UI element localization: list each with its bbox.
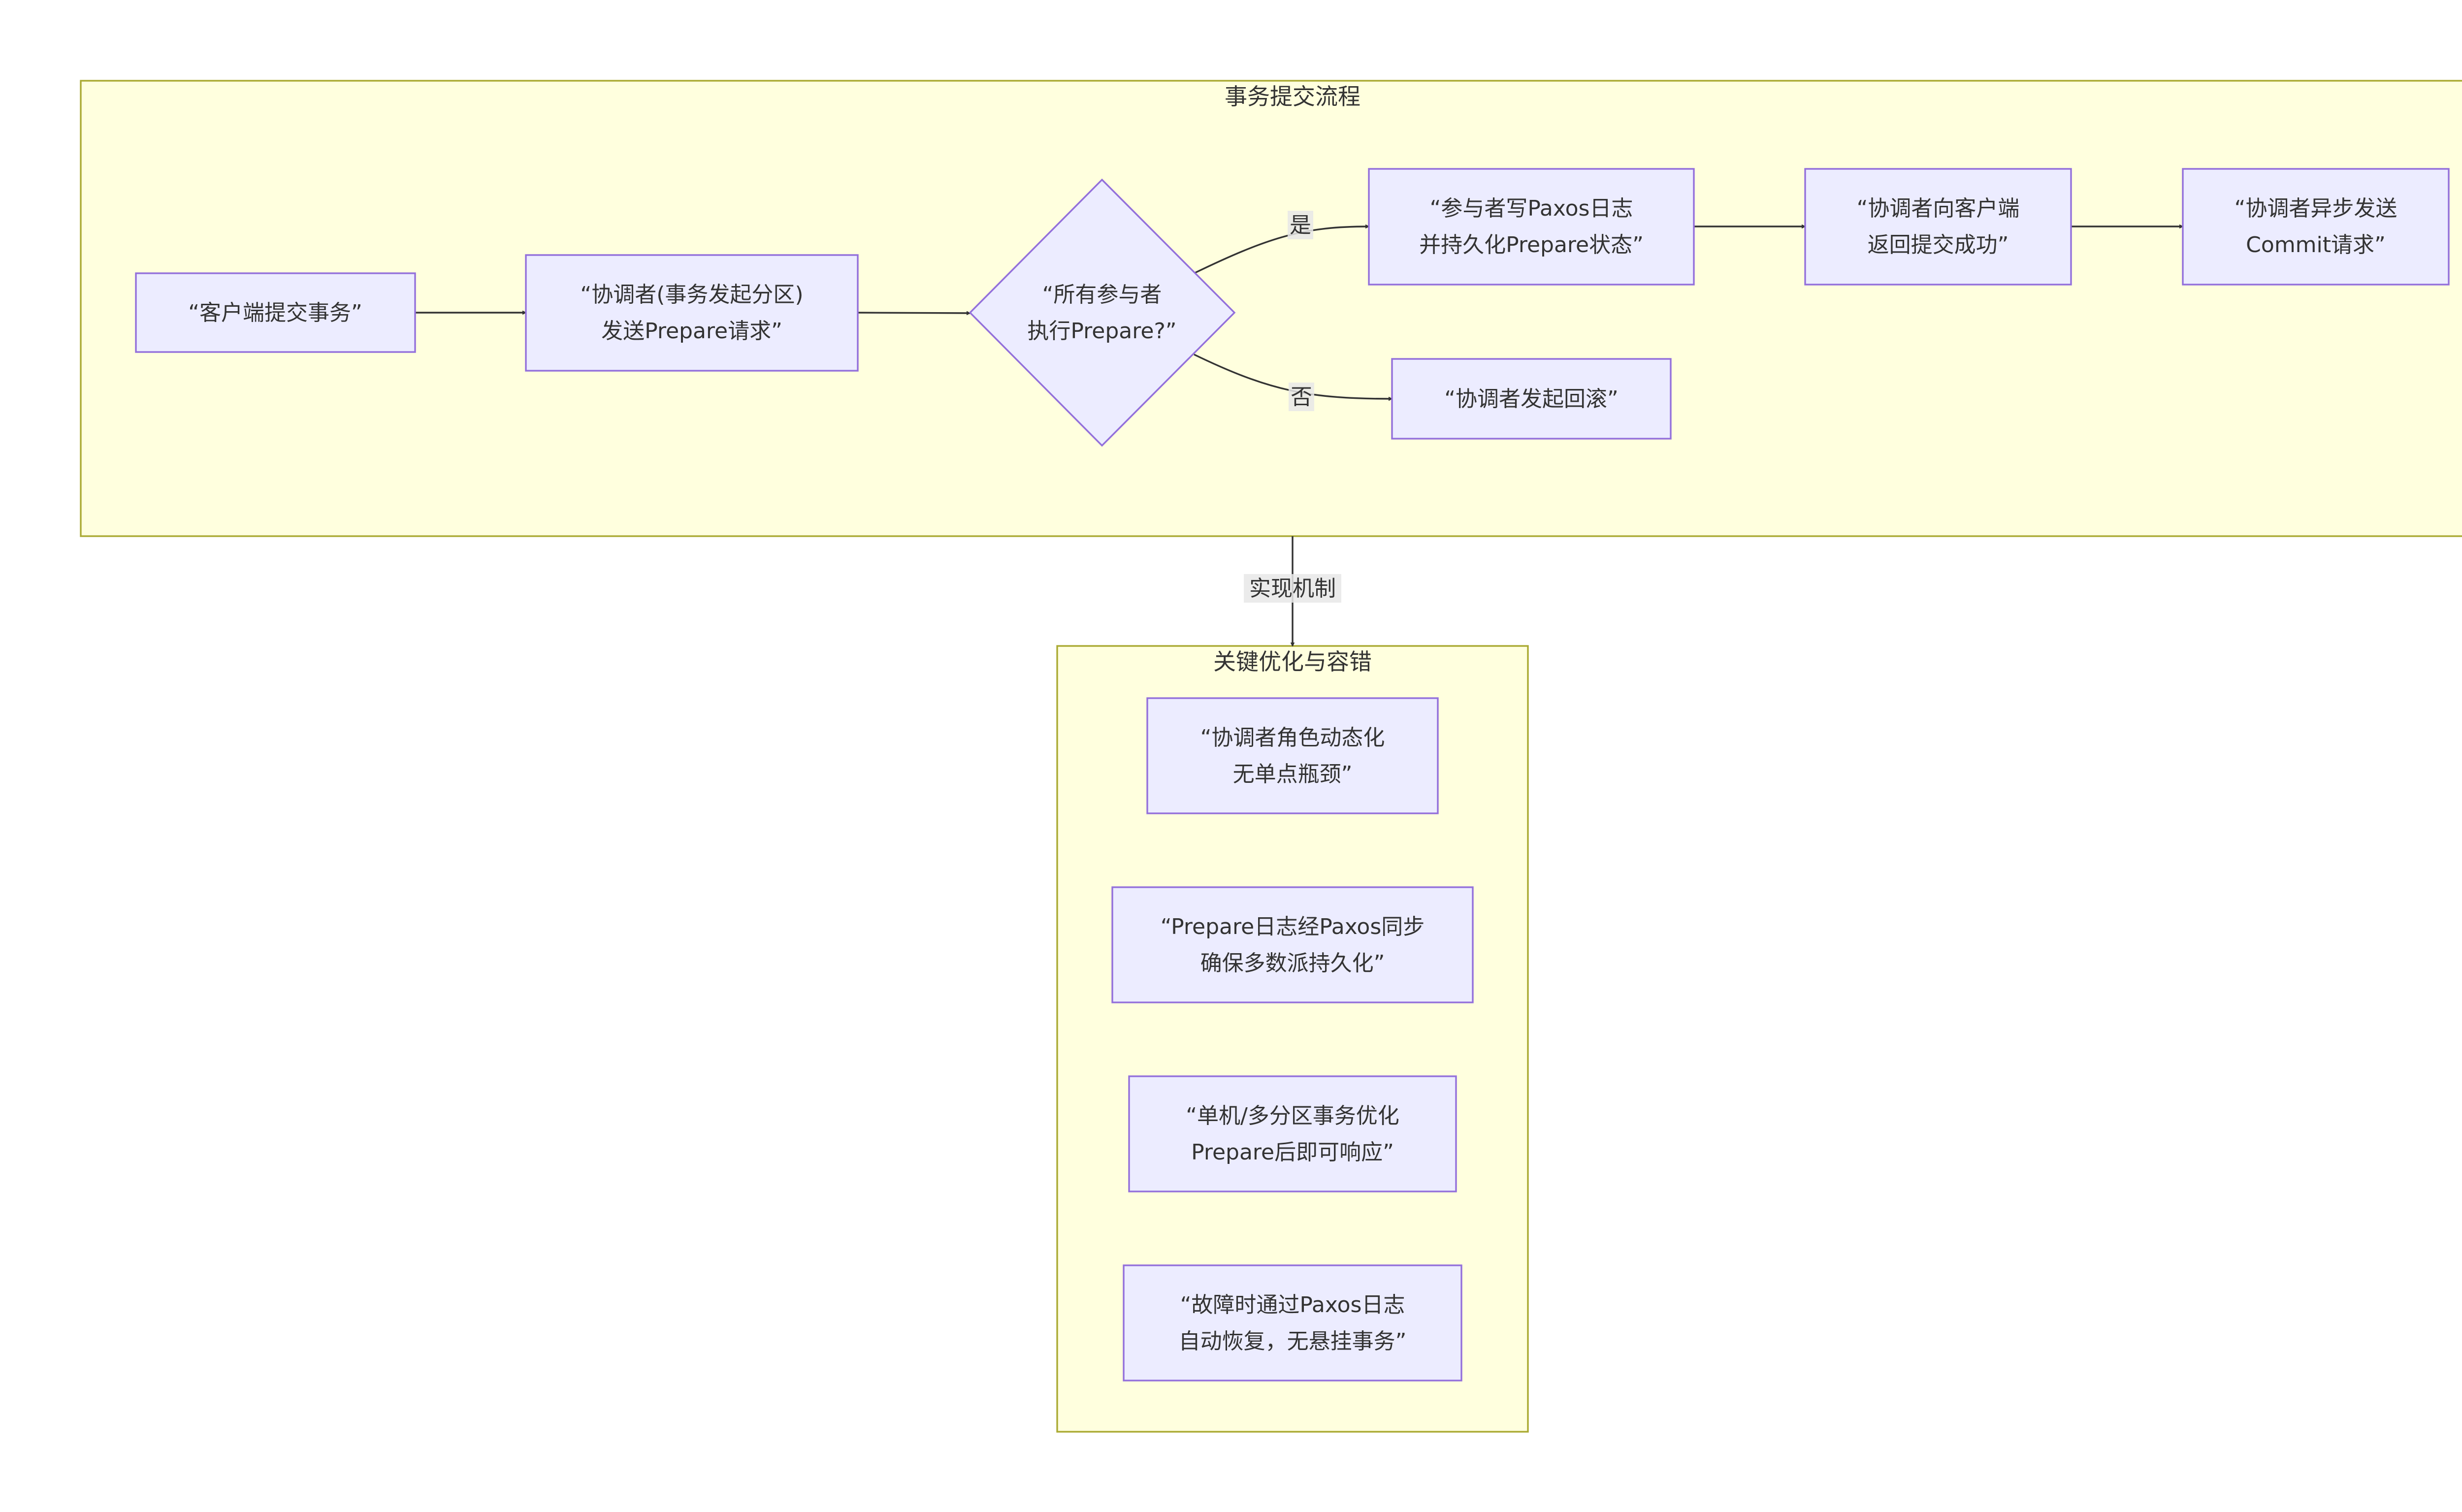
node-async-commit-label: “协调者异步发送 Commit请求”	[2235, 196, 2397, 257]
node-opt-single: “单机/多分区事务优化 Prepare后即可响应”	[1128, 1075, 1457, 1192]
cluster-commit-flow: 事务提交流程	[80, 80, 2462, 537]
node-label-line: 确保多数派持久化”	[1200, 951, 1385, 976]
edge-label-no-text: 否	[1291, 385, 1312, 410]
node-label-line: 执行Prepare?”	[1027, 319, 1176, 344]
node-label-line: 发送Prepare请求”	[601, 319, 782, 344]
node-opt-paxos: “Prepare日志经Paxos同步确保多数派持久化”	[1111, 886, 1474, 1003]
edge-decision-yes	[1194, 226, 1369, 274]
node-label-line: “所有参与者	[1042, 282, 1162, 307]
node-label-line: 自动恢复，无悬挂事务”	[1179, 1329, 1407, 1354]
node-rollback: “协调者发起回滚”	[1391, 358, 1672, 440]
node-opt-dynamic: “协调者角色动态化无单点瓶颈”	[1146, 697, 1439, 814]
cluster-optimizations-title: 关键优化与容错	[1213, 648, 1372, 675]
node-label-line: “协调者角色动态化	[1200, 725, 1385, 750]
edge-label-yes-text: 是	[1290, 213, 1311, 238]
node-all-prepared-decision: “所有参与者执行Prepare?”	[969, 178, 1236, 447]
cluster-commit-flow-title: 事务提交流程	[1225, 83, 1361, 110]
edge-label-yes: 是	[1288, 211, 1313, 239]
node-label-line: “协调者发起回滚”	[1444, 386, 1619, 412]
node-opt-recovery: “故障时通过Paxos日志自动恢复，无悬挂事务”	[1123, 1264, 1462, 1382]
node-label-line: “协调者(事务发起分区)	[580, 282, 803, 307]
node-return-success-label: “协调者向客户端返回提交成功”	[1857, 196, 2020, 257]
node-participants-log-label: “参与者写Paxos日志并持久化Prepare状态”	[1419, 196, 1644, 257]
node-label-line: “协调者异步发送	[2235, 196, 2397, 221]
node-client-submit: “客户端提交事务”	[135, 272, 416, 353]
node-label-line: “客户端提交事务”	[188, 300, 362, 325]
node-label-line: 无单点瓶颈”	[1233, 762, 1353, 787]
node-label-line: “Prepare日志经Paxos同步	[1161, 914, 1425, 939]
node-opt-recovery-label: “故障时通过Paxos日志自动恢复，无悬挂事务”	[1179, 1292, 1407, 1354]
node-client-submit-label: “客户端提交事务”	[188, 300, 362, 325]
node-label-line: Prepare后即可响应”	[1191, 1140, 1394, 1165]
node-label-line: 返回提交成功”	[1868, 232, 2009, 257]
node-participants-log: “参与者写Paxos日志并持久化Prepare状态”	[1368, 168, 1695, 286]
node-coordinator-prepare: “协调者(事务发起分区) 发送Prepare请求”	[525, 254, 859, 372]
node-return-success: “协调者向客户端返回提交成功”	[1804, 168, 2072, 286]
edge-label-no: 否	[1289, 383, 1314, 411]
node-opt-dynamic-label: “协调者角色动态化无单点瓶颈”	[1200, 725, 1385, 787]
node-opt-single-label: “单机/多分区事务优化 Prepare后即可响应”	[1186, 1103, 1399, 1165]
node-all-prepared-label: “所有参与者执行Prepare?”	[1027, 282, 1176, 344]
edge-label-implementation-text: 实现机制	[1249, 576, 1336, 601]
node-label-line: “故障时通过Paxos日志	[1180, 1292, 1405, 1318]
node-async-commit: “协调者异步发送 Commit请求”	[2182, 168, 2450, 286]
node-opt-paxos-label: “Prepare日志经Paxos同步确保多数派持久化”	[1161, 914, 1425, 976]
node-label-line: “参与者写Paxos日志	[1430, 196, 1633, 221]
edge-label-implementation: 实现机制	[1244, 574, 1341, 603]
node-rollback-label: “协调者发起回滚”	[1444, 386, 1619, 412]
node-label-line: 并持久化Prepare状态”	[1419, 232, 1644, 257]
node-coordinator-prepare-label: “协调者(事务发起分区) 发送Prepare请求”	[580, 282, 803, 344]
node-label-line: “单机/多分区事务优化	[1186, 1103, 1399, 1128]
node-label-line: “协调者向客户端	[1857, 196, 2020, 221]
node-label-line: Commit请求”	[2246, 232, 2386, 257]
